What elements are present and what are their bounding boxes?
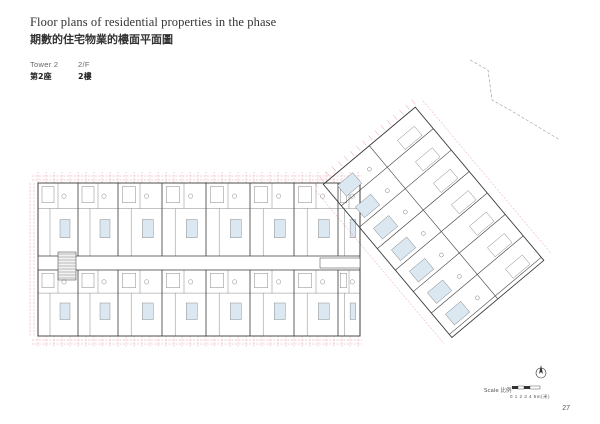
page-number: 27 [562,405,570,412]
floor-label: 2/F [78,60,90,69]
wall-linework [37,182,361,337]
scale-label: Scale 比例 [484,388,512,394]
scale-bar [512,385,541,390]
tower-label-chinese: 第2座 [30,72,52,81]
page-title: Floor plans of residential properties in… [30,15,277,29]
room-grid [38,183,360,336]
angled-wing [313,59,561,345]
floor-label-chinese: 2樓 [78,72,92,81]
scale-ticks: 0 1 2 3 4 5m(米) [510,394,551,399]
dimension-lines [29,172,362,348]
page-title-chinese: 期數的住宅物業的樓面平面圖 [30,33,173,46]
north-arrow-icon [535,365,547,379]
tower-label: Tower 2 [30,60,59,69]
